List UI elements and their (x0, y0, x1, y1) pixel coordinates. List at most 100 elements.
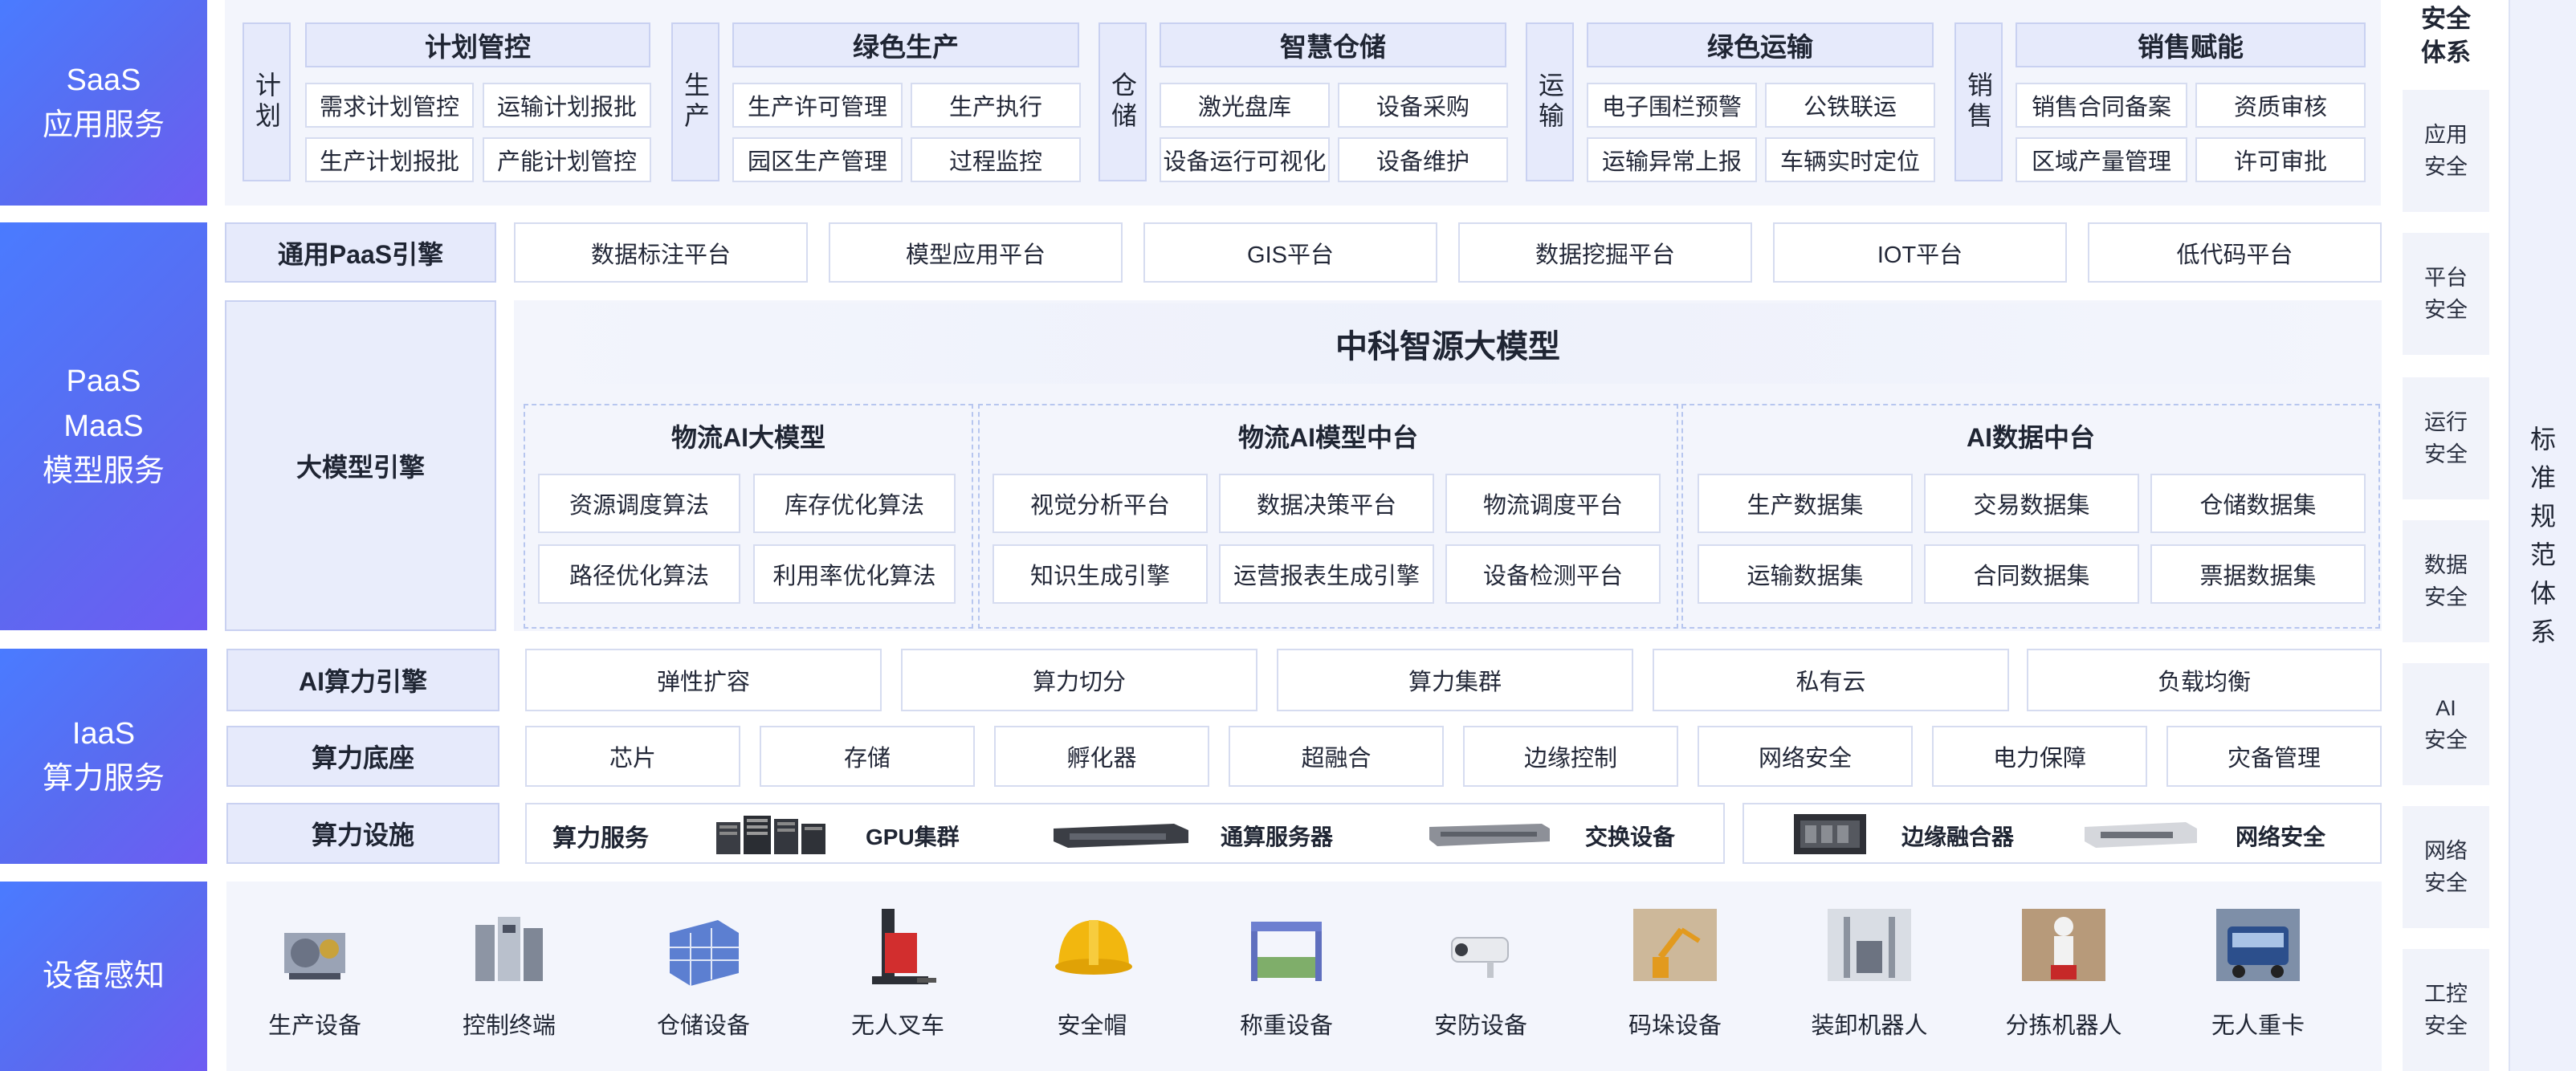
switch-label: 交换设备 (1585, 825, 1676, 849)
saas-item[interactable]: 生产计划报批 (305, 137, 474, 182)
control-terminal-icon (467, 909, 551, 989)
compute-base-label: 算力底座 (226, 726, 499, 787)
sorting-robot-icon (2022, 909, 2105, 989)
dataset-item[interactable]: 合同数据集 (1924, 544, 2139, 604)
server-icon (1054, 821, 1188, 848)
ai-compute-item[interactable]: 算力集群 (1277, 649, 1633, 711)
device-label: 分拣机器人 (2005, 1013, 2122, 1039)
security-data: 数据 安全 (2403, 520, 2489, 642)
saas-item[interactable]: 运输异常上报 (1587, 137, 1757, 182)
saas-item[interactable]: 设备采购 (1338, 83, 1508, 128)
saas-item[interactable]: 设备维护 (1338, 137, 1508, 182)
saas-item[interactable]: 区域产量管理 (2016, 137, 2187, 182)
standard-column: 标 准 规 范 体 系 (2509, 0, 2576, 1071)
device-weighing[interactable]: 称重设备 (1206, 909, 1367, 1040)
center-item[interactable]: 知识生成引擎 (992, 544, 1208, 604)
ai-compute-item[interactable]: 负载均衡 (2027, 649, 2382, 711)
center-item[interactable]: 数据决策平台 (1219, 474, 1434, 533)
device-control-terminal[interactable]: 控制终端 (429, 909, 589, 1040)
saas-item[interactable]: 车辆实时定位 (1765, 137, 1935, 182)
safety-helmet-icon (1050, 909, 1134, 989)
compute-base-item[interactable]: 边缘控制 (1463, 726, 1678, 787)
compute-facility-label: 算力设施 (226, 803, 499, 864)
saas-item[interactable]: 激光盘库 (1160, 83, 1330, 128)
saas-item[interactable]: 电子围栏预警 (1587, 83, 1757, 128)
center-item[interactable]: 设备检测平台 (1445, 544, 1661, 604)
device-production[interactable]: 生产设备 (234, 909, 395, 1040)
ai-compute-item[interactable]: 算力切分 (901, 649, 1257, 711)
ai-compute-item[interactable]: 私有云 (1653, 649, 2009, 711)
saas-side-warehouse: 仓储 (1098, 22, 1147, 181)
network-security-device-label: 网络安全 (2236, 825, 2326, 849)
dataset-item[interactable]: 运输数据集 (1698, 544, 1913, 604)
saas-title-plan: 计划管控 (305, 22, 650, 67)
device-helmet[interactable]: 安全帽 (1012, 909, 1172, 1040)
device-security[interactable]: 安防设备 (1400, 909, 1561, 1040)
dataset-item[interactable]: 交易数据集 (1924, 474, 2139, 533)
compute-base-item[interactable]: 孵化器 (994, 726, 1209, 787)
device-sorting-robot[interactable]: 分拣机器人 (1983, 909, 2144, 1040)
saas-item[interactable]: 过程监控 (911, 137, 1081, 182)
network-security-device-icon (2085, 817, 2197, 849)
dataset-item[interactable]: 票据数据集 (2150, 544, 2366, 604)
saas-item[interactable]: 生产执行 (911, 83, 1081, 128)
compute-base-item[interactable]: 存储 (760, 726, 975, 787)
center-item[interactable]: 物流调度平台 (1445, 474, 1661, 533)
device-label: 控制终端 (462, 1013, 556, 1039)
dataset-item[interactable]: 生产数据集 (1698, 474, 1913, 533)
security-runtime: 运行 安全 (2403, 377, 2489, 499)
device-forklift[interactable]: 无人叉车 (817, 909, 978, 1040)
saas-item[interactable]: 生产许可管理 (732, 83, 903, 128)
paas-platform[interactable]: 数据挖掘平台 (1458, 222, 1752, 283)
compute-base-item[interactable]: 电力保障 (1932, 726, 2147, 787)
saas-item[interactable]: 公铁联运 (1765, 83, 1935, 128)
device-label: 安防设备 (1433, 1013, 1527, 1039)
device-palletizing[interactable]: 码垛设备 (1595, 909, 1755, 1040)
compute-base-item[interactable]: 超融合 (1229, 726, 1444, 787)
saas-title-production: 绿色生产 (732, 22, 1079, 67)
device-label: 仓储设备 (656, 1013, 750, 1039)
paas-platform[interactable]: 低代码平台 (2088, 222, 2382, 283)
saas-item[interactable]: 产能计划管控 (483, 137, 651, 182)
device-heavy-truck[interactable]: 无人重卡 (2178, 909, 2338, 1040)
algo-item[interactable]: 库存优化算法 (753, 474, 956, 533)
saas-item[interactable]: 资质审核 (2195, 83, 2366, 128)
weighing-equipment-icon (1245, 909, 1328, 989)
security-industrial-control: 工控 安全 (2403, 949, 2489, 1071)
ai-compute-item[interactable]: 弹性扩容 (525, 649, 882, 711)
center-item[interactable]: 运营报表生成引擎 (1219, 544, 1434, 604)
layer-device: 设备感知 (0, 882, 207, 1071)
device-label: 装卸机器人 (1811, 1013, 1928, 1039)
dataset-item[interactable]: 仓储数据集 (2150, 474, 2366, 533)
saas-title-warehouse: 智慧仓储 (1160, 22, 1506, 67)
paas-general-label: 通用PaaS引擎 (225, 222, 496, 283)
saas-item[interactable]: 园区生产管理 (732, 137, 903, 182)
bigmodel-title: 中科智源大模型 (522, 303, 2374, 384)
compute-base-item[interactable]: 灾备管理 (2166, 726, 2382, 787)
device-loading-robot[interactable]: 装卸机器人 (1789, 909, 1950, 1040)
saas-title-transport: 绿色运输 (1587, 22, 1934, 67)
algo-item[interactable]: 利用率优化算法 (753, 544, 956, 604)
saas-item[interactable]: 需求计划管控 (305, 83, 474, 128)
paas-platform[interactable]: 数据标注平台 (514, 222, 808, 283)
device-label: 无人叉车 (850, 1013, 944, 1039)
algo-item[interactable]: 资源调度算法 (538, 474, 740, 533)
block-logistics-model-title: 物流AI大模型 (670, 423, 825, 452)
device-label: 码垛设备 (1628, 1013, 1722, 1039)
gpu-cluster-icon (715, 811, 827, 856)
device-warehouse[interactable]: 仓储设备 (623, 909, 784, 1040)
compute-base-item[interactable]: 芯片 (525, 726, 740, 787)
gpu-cluster-label: GPU集群 (866, 825, 960, 849)
saas-item[interactable]: 设备运行可视化 (1160, 137, 1330, 182)
algo-item[interactable]: 路径优化算法 (538, 544, 740, 604)
paas-platform[interactable]: 模型应用平台 (829, 222, 1123, 283)
center-item[interactable]: 视觉分析平台 (992, 474, 1208, 533)
standard-text: 标 准 规 范 体 系 (2529, 425, 2556, 646)
saas-item[interactable]: 销售合同备案 (2016, 83, 2187, 128)
compute-base-item[interactable]: 网络安全 (1698, 726, 1913, 787)
saas-item[interactable]: 运输计划报批 (483, 83, 651, 128)
paas-platform[interactable]: IOT平台 (1773, 222, 2067, 283)
paas-platform[interactable]: GIS平台 (1143, 222, 1437, 283)
saas-side-production-text: 生产 (681, 71, 710, 132)
saas-item[interactable]: 许可审批 (2195, 137, 2366, 182)
